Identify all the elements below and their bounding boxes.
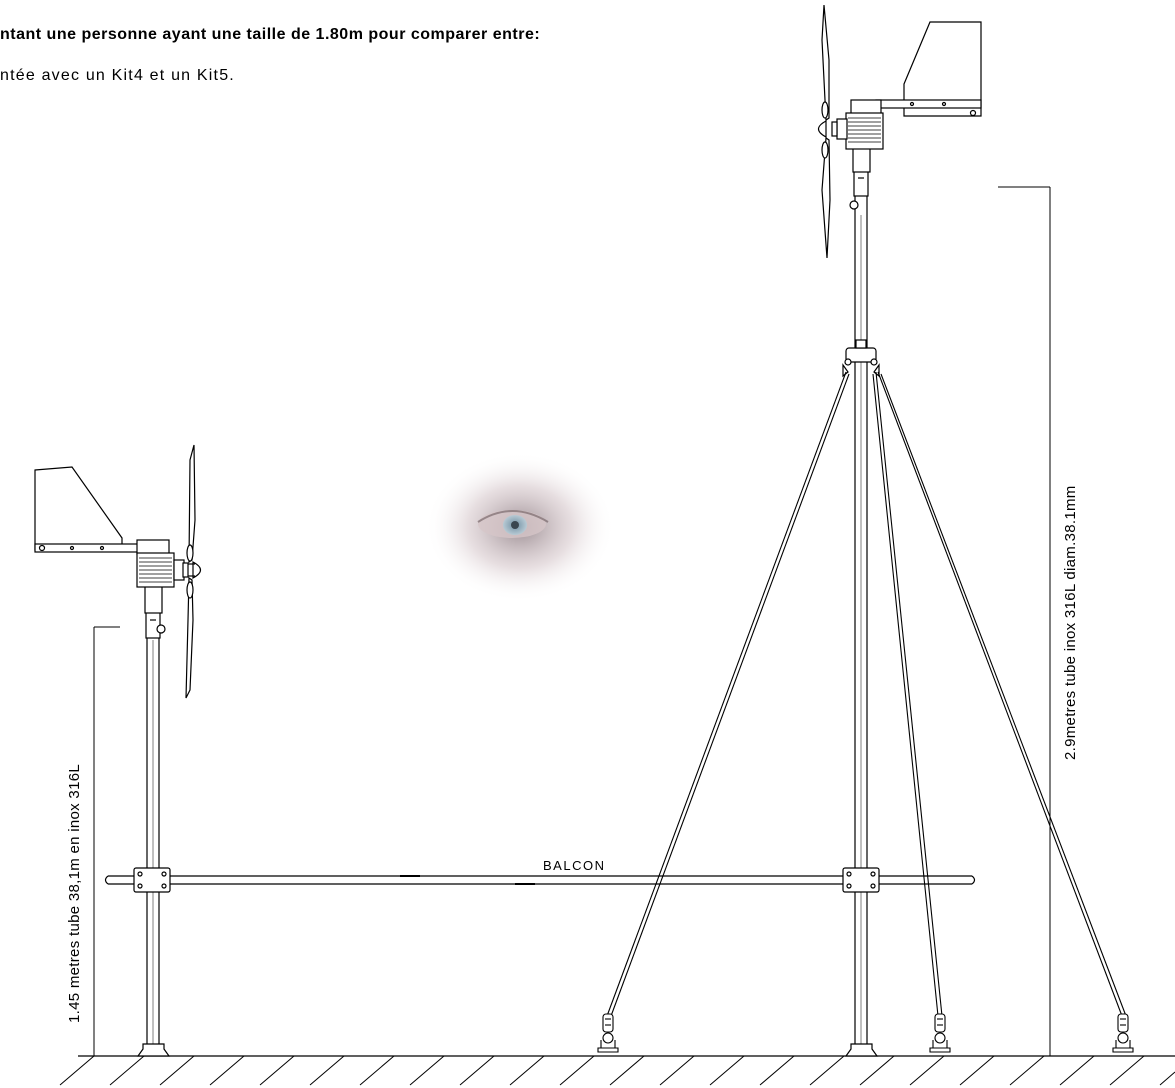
right-tail-vane: [903, 21, 982, 117]
left-hub-nose: [192, 560, 202, 580]
header-title: ntant une personne ayant une taille de 1…: [0, 26, 541, 43]
right-blade-upper: [821, 4, 830, 122]
right-mast-dimension-label: 2.9metres tube inox 316L diam.38.1mm: [1062, 485, 1079, 760]
guy-anchor-left: [597, 1013, 619, 1053]
balcony-label: BALCON: [543, 858, 606, 873]
left-tail-vane: [34, 466, 123, 551]
left-dimension-line: [93, 626, 120, 1056]
left-blade-lower: [185, 576, 194, 699]
right-turbine: [817, 4, 982, 1057]
guy-wires: [606, 371, 1127, 1017]
left-turbine: [34, 444, 202, 1057]
left-mast-dimension-label: 1.45 metres tube 38,1m en inox 316L: [66, 764, 83, 1023]
eye-image: [425, 452, 615, 602]
guy-anchors: [597, 1013, 1134, 1053]
left-rail-clamp: [133, 867, 171, 893]
right-coupling: [853, 169, 869, 197]
left-mast-base: [136, 1043, 171, 1057]
balcony-rail: [104, 875, 976, 885]
right-hub-nose: [817, 119, 827, 139]
ground-hatching: [59, 1055, 1175, 1086]
header-subtitle: ntée avec un Kit4 et un Kit5.: [0, 67, 235, 84]
right-rail-clamp: [842, 867, 880, 893]
guy-anchor-center: [929, 1013, 951, 1053]
right-dimension-line: [998, 186, 1051, 1056]
guy-anchor-right: [1112, 1013, 1134, 1053]
right-blade-lower: [821, 136, 831, 259]
right-mast-base: [844, 1043, 879, 1057]
left-coupling: [145, 611, 161, 639]
